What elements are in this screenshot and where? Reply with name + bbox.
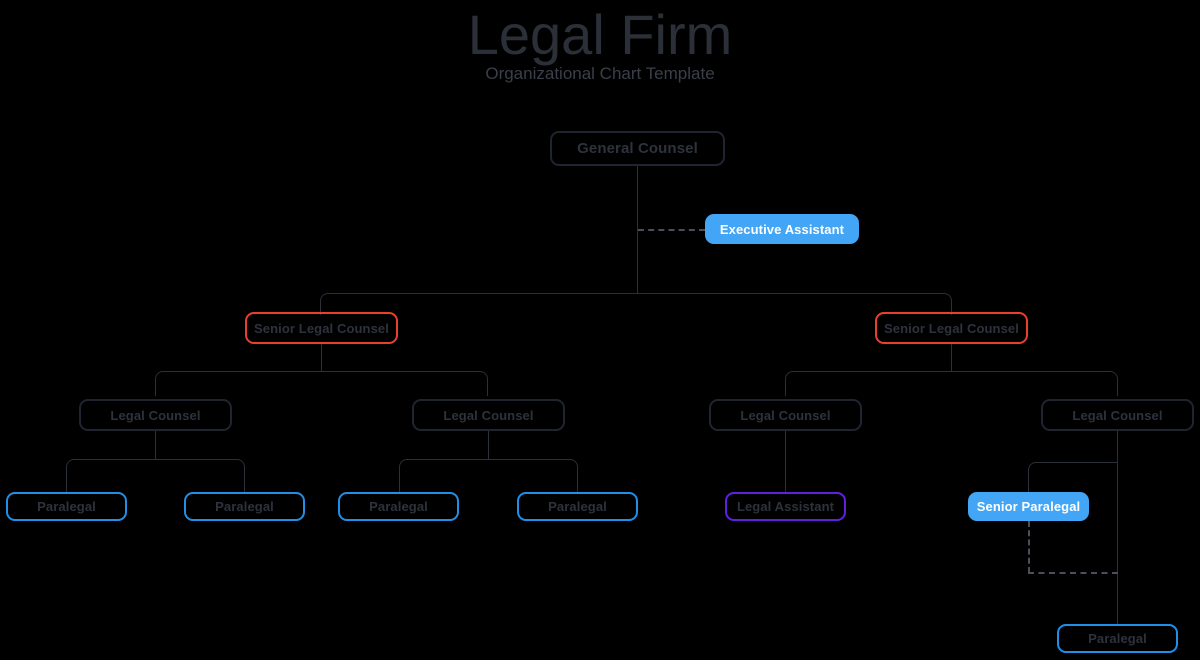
connector-senior-paralegal-dashed-run xyxy=(1028,572,1118,574)
node-legal-counsel-4[interactable]: Legal Counsel xyxy=(1041,399,1194,431)
connector-senior-paralegal-dashed-drop xyxy=(1028,521,1030,573)
node-executive-assistant[interactable]: Executive Assistant xyxy=(705,214,859,244)
connector-lc4-stem xyxy=(1117,431,1118,624)
node-senior-paralegal[interactable]: Senior Paralegal xyxy=(968,492,1089,521)
connector-lc2-stem xyxy=(488,431,489,460)
node-general-counsel[interactable]: General Counsel xyxy=(550,131,725,166)
node-senior-legal-counsel-2[interactable]: Senior Legal Counsel xyxy=(875,312,1028,344)
page-subtitle: Organizational Chart Template xyxy=(485,64,715,83)
connector-slc1-right-elbow xyxy=(321,371,488,396)
connector-gc-stem xyxy=(637,166,638,294)
node-legal-counsel-1[interactable]: Legal Counsel xyxy=(79,399,232,431)
node-paralegal-5[interactable]: Paralegal xyxy=(1057,624,1178,653)
connector-gc-exec-dashed xyxy=(638,229,705,231)
node-label: Paralegal xyxy=(369,499,428,514)
node-label: General Counsel xyxy=(577,140,698,157)
connector-lc1-right-elbow xyxy=(155,459,245,492)
node-label: Legal Counsel xyxy=(443,407,534,423)
node-label: Paralegal xyxy=(37,499,96,514)
connector-slc2-left-elbow xyxy=(785,371,952,396)
node-paralegal-2[interactable]: Paralegal xyxy=(184,492,305,521)
node-paralegal-3[interactable]: Paralegal xyxy=(338,492,459,521)
node-legal-counsel-3[interactable]: Legal Counsel xyxy=(709,399,862,431)
connector-lc3-stem xyxy=(785,431,786,492)
connector-slc2-right-elbow xyxy=(951,371,1118,396)
connector-lc2-left-elbow xyxy=(399,459,489,492)
connector-slc1-stem xyxy=(321,344,322,372)
connector-gc-right-elbow xyxy=(637,293,952,315)
connector-slc2-stem xyxy=(951,344,952,372)
connector-lc4-senior-paralegal-elbow xyxy=(1028,462,1118,493)
node-label: Legal Counsel xyxy=(740,407,831,423)
connector-lc1-stem xyxy=(155,431,156,460)
connector-gc-left-elbow xyxy=(320,293,638,315)
node-senior-legal-counsel-1[interactable]: Senior Legal Counsel xyxy=(245,312,398,344)
node-label: Legal Counsel xyxy=(1072,407,1163,423)
connector-lc2-right-elbow xyxy=(488,459,578,492)
node-legal-assistant[interactable]: Legal Assistant xyxy=(725,492,846,521)
page-title: Legal Firm xyxy=(467,3,733,66)
node-label: Senior Legal Counsel xyxy=(254,320,389,336)
node-label: Executive Assistant xyxy=(719,221,845,237)
connector-lc1-left-elbow xyxy=(66,459,156,492)
node-label: Paralegal xyxy=(548,499,607,514)
node-label: Legal Counsel xyxy=(110,407,201,423)
node-label: Paralegal xyxy=(215,499,274,514)
node-paralegal-4[interactable]: Paralegal xyxy=(517,492,638,521)
node-label: Paralegal xyxy=(1088,631,1147,646)
node-label: Senior Legal Counsel xyxy=(884,320,1019,336)
connector-slc1-left-elbow xyxy=(155,371,322,396)
node-paralegal-1[interactable]: Paralegal xyxy=(6,492,127,521)
node-label: Legal Assistant xyxy=(736,499,835,514)
node-label: Senior Paralegal xyxy=(976,499,1081,514)
node-legal-counsel-2[interactable]: Legal Counsel xyxy=(412,399,565,431)
